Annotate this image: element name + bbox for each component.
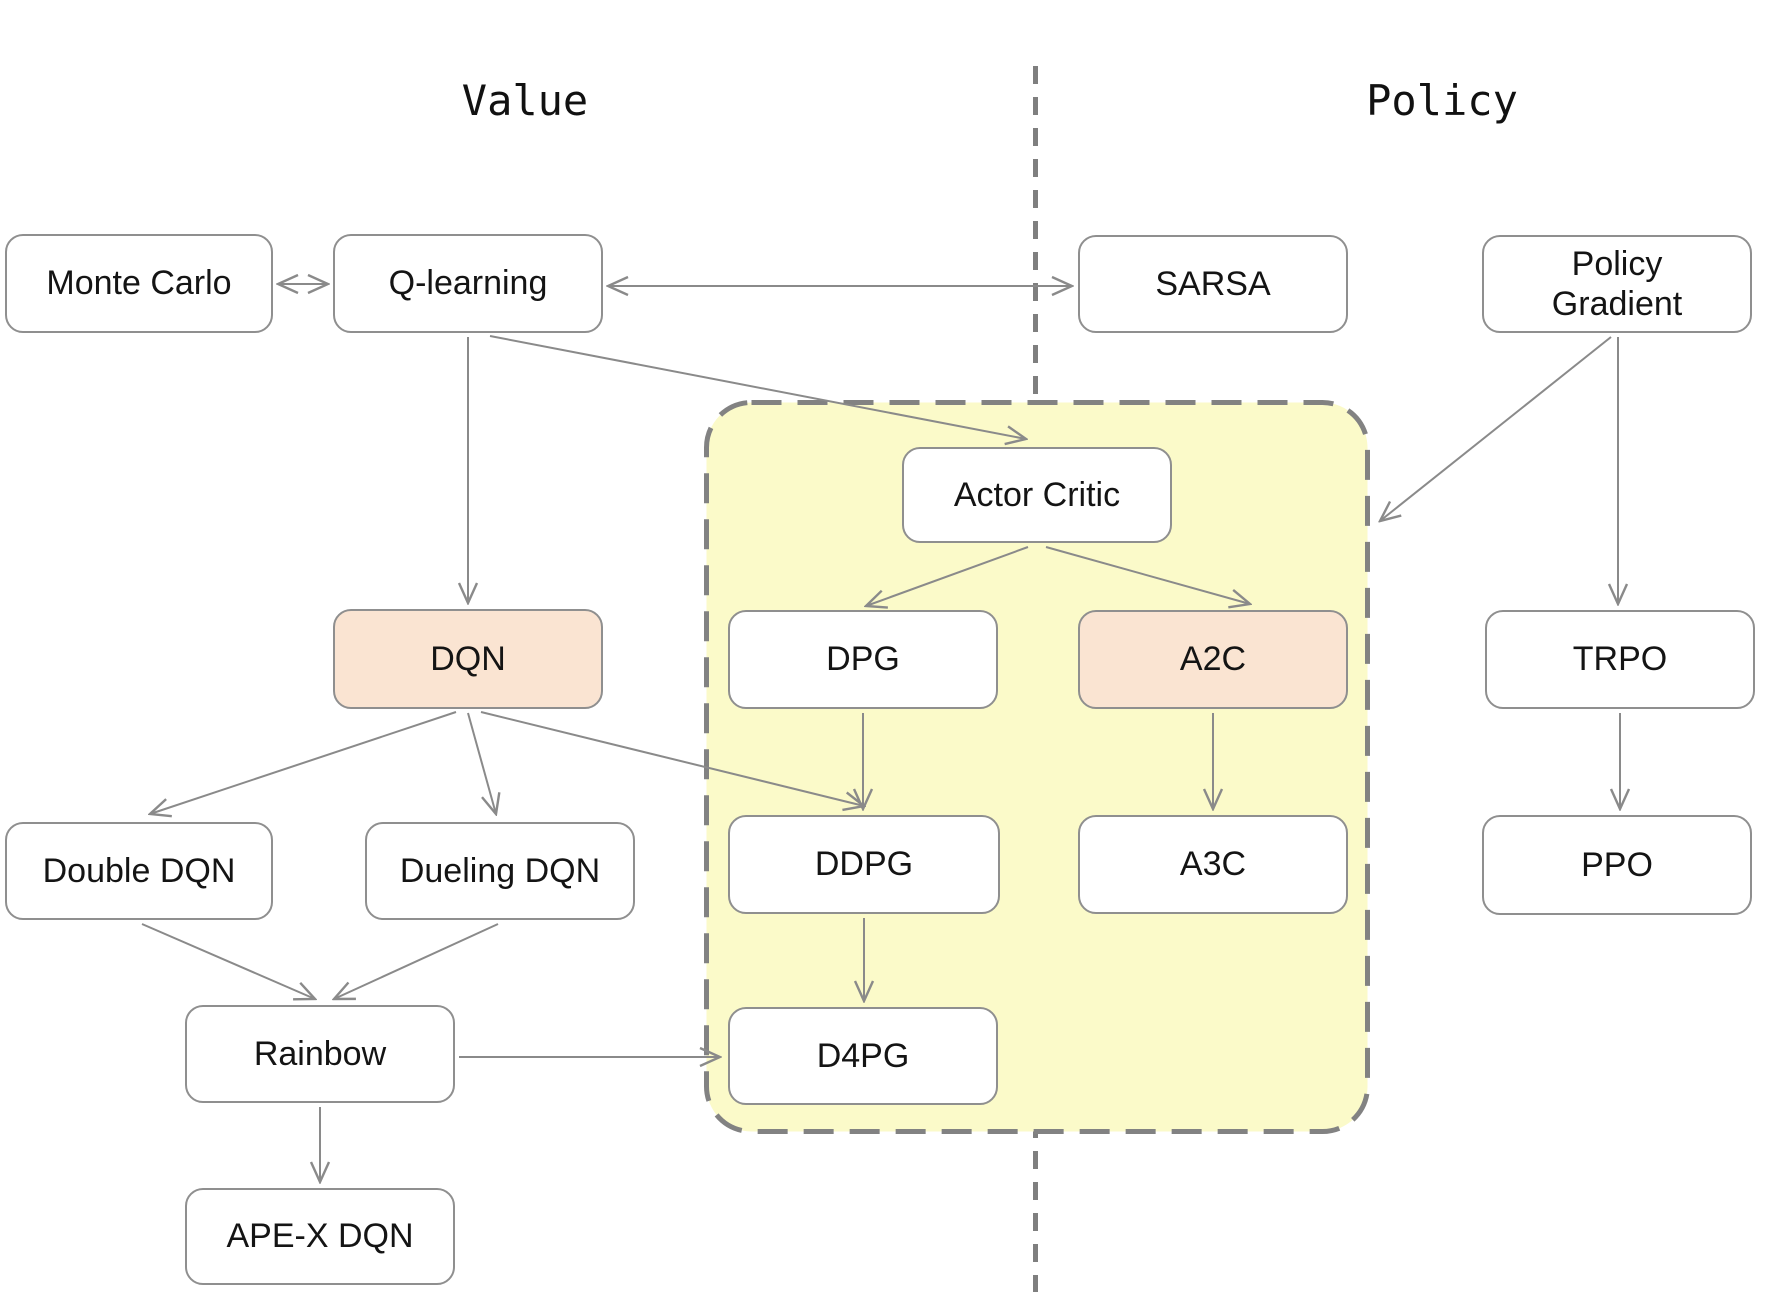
edge-dqn-duelingdqn bbox=[467, 712, 496, 814]
node-a2c: A2C bbox=[1078, 610, 1348, 709]
node-actor-critic: Actor Critic bbox=[902, 447, 1172, 543]
node-ddpg: DDPG bbox=[728, 815, 1000, 914]
edge-duelingdqn-rainbow bbox=[334, 923, 499, 999]
value-section-title: Value bbox=[461, 76, 589, 125]
node-policy-gradient: Policy Gradient bbox=[1482, 235, 1752, 333]
node-monte-carlo: Monte Carlo bbox=[5, 234, 273, 333]
node-q-learning: Q-learning bbox=[333, 234, 603, 333]
edge-actorcritic-a2c bbox=[1045, 546, 1250, 604]
node-d4pg: D4PG bbox=[728, 1007, 998, 1105]
node-ppo: PPO bbox=[1482, 815, 1752, 915]
edge-actorcritic-dpg bbox=[866, 546, 1029, 606]
node-trpo: TRPO bbox=[1485, 610, 1755, 709]
node-a3c: A3C bbox=[1078, 815, 1348, 914]
node-dqn: DQN bbox=[333, 609, 603, 709]
node-double-dqn: Double DQN bbox=[5, 822, 273, 920]
edge-doubledqn-rainbow bbox=[141, 923, 315, 999]
policy-section-title: Policy bbox=[1366, 76, 1518, 125]
edge-policygradient-group bbox=[1380, 336, 1612, 521]
node-dueling-dqn: Dueling DQN bbox=[365, 822, 635, 920]
node-sarsa: SARSA bbox=[1078, 235, 1348, 333]
edge-dqn-doubledqn bbox=[150, 711, 457, 814]
node-dpg: DPG bbox=[728, 610, 998, 709]
edge-qlearning-actorcritic bbox=[489, 335, 1026, 439]
edge-dqn-ddpg bbox=[480, 711, 864, 806]
node-apex-dqn: APE-X DQN bbox=[185, 1188, 455, 1285]
node-rainbow: Rainbow bbox=[185, 1005, 455, 1103]
